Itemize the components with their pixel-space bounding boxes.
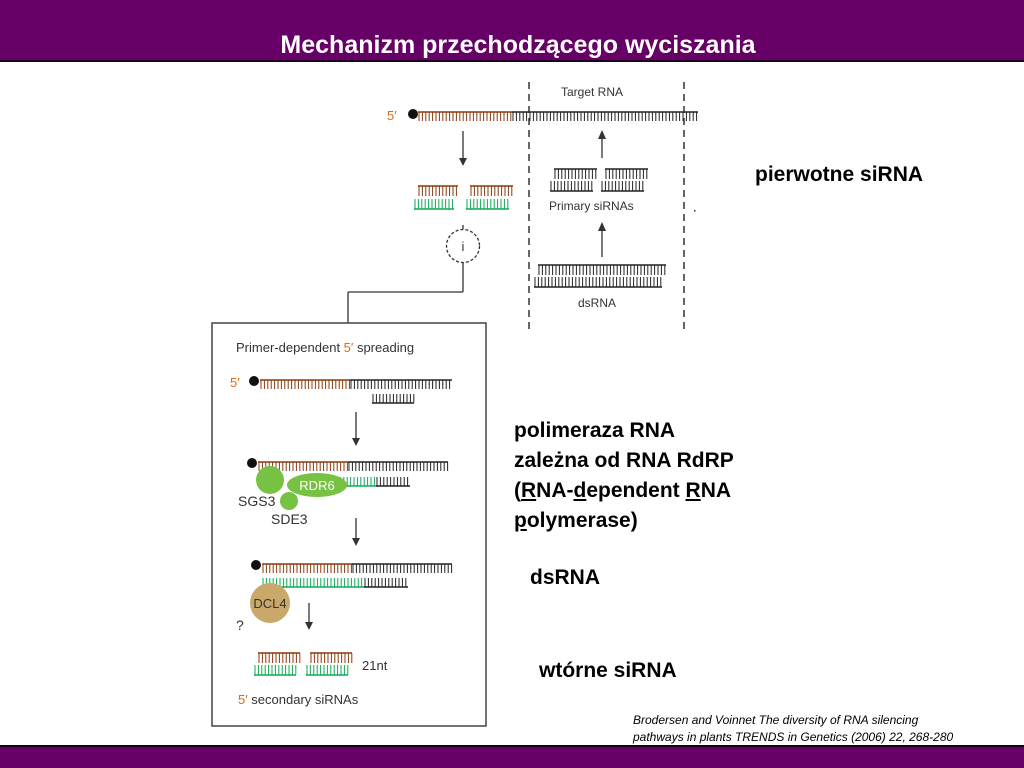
dsrna-caption: dsRNA <box>530 566 601 589</box>
connector-line <box>347 225 464 323</box>
cap-dot-top <box>408 109 418 119</box>
target-rna-label: Target RNA <box>561 85 623 99</box>
five-prime-label-step1: 5′ <box>230 375 240 390</box>
down-arrow-step2 <box>352 518 360 546</box>
primary-sirna-pair-right <box>550 168 648 192</box>
step2-strand <box>258 461 449 487</box>
citation-line1: Brodersen and Voinnet The diversity of R… <box>633 713 919 727</box>
down-arrow-step3 <box>305 603 313 630</box>
rdr6-label: RDR6 <box>299 478 334 493</box>
sgs3-label: SGS3 <box>238 493 276 509</box>
primary-sirna-caption: pierwotne siRNA <box>755 163 924 186</box>
bottom-bar <box>0 745 1024 768</box>
polymerase-line4: polymerase) <box>514 509 638 532</box>
rdr6-protein <box>287 473 347 497</box>
dcl4-protein <box>250 583 290 623</box>
primary-sirnas-label: Primary siRNAs <box>549 199 634 213</box>
secondary-sirna-pair <box>254 652 353 676</box>
sde3-label: SDE3 <box>271 511 308 527</box>
info-circle <box>445 228 481 264</box>
sde3-protein <box>280 492 298 510</box>
target-rna-strand <box>418 111 698 121</box>
step1-strand <box>260 379 452 404</box>
stray-dot <box>694 210 696 212</box>
spreading-box <box>211 322 487 727</box>
polymerase-caption: polimeraza RNA zależna od RNA RdRP (RNA-… <box>514 416 734 536</box>
secondary-sirna-caption: wtórne siRNA <box>539 659 677 682</box>
citation-line2: pathways in plants TRENDS in Genetics (2… <box>633 730 954 744</box>
secondary-sirnas-label: 5′ secondary siRNAs <box>238 692 359 707</box>
sgs3-protein <box>256 466 284 494</box>
dcl4-label: DCL4 <box>253 596 286 611</box>
box-title: Primer-dependent 5′ spreading <box>236 340 414 355</box>
dsrna-label-top: dsRNA <box>578 296 616 310</box>
cap-dot-step1 <box>249 376 259 386</box>
five-prime-label-top: 5′ <box>387 108 397 123</box>
question-mark: ? <box>236 617 244 633</box>
step3-dsrna <box>262 563 453 588</box>
cap-dot-step2 <box>247 458 257 468</box>
polymerase-line1: polimeraza RNA <box>514 419 676 442</box>
info-circle-label: i <box>462 239 465 254</box>
down-arrow-top <box>459 131 467 166</box>
polymerase-line3: (RNA-dependent RNA <box>514 479 732 502</box>
title-bar <box>0 0 1024 62</box>
cap-dot-step3 <box>251 560 261 570</box>
slide-title: Mechanizm przechodzącego wyciszania <box>280 31 756 59</box>
down-arrow-step1 <box>352 412 360 446</box>
dsrna-duplex-top <box>534 264 666 288</box>
up-arrow-target <box>598 130 606 158</box>
primary-sirna-pair-left <box>414 185 513 210</box>
up-arrow-dsrna <box>598 222 606 257</box>
polymerase-line2: zależna od RNA RdRP <box>514 449 734 472</box>
citation: Brodersen and Voinnet The diversity of R… <box>633 712 953 746</box>
nt21-label: 21nt <box>362 658 388 673</box>
